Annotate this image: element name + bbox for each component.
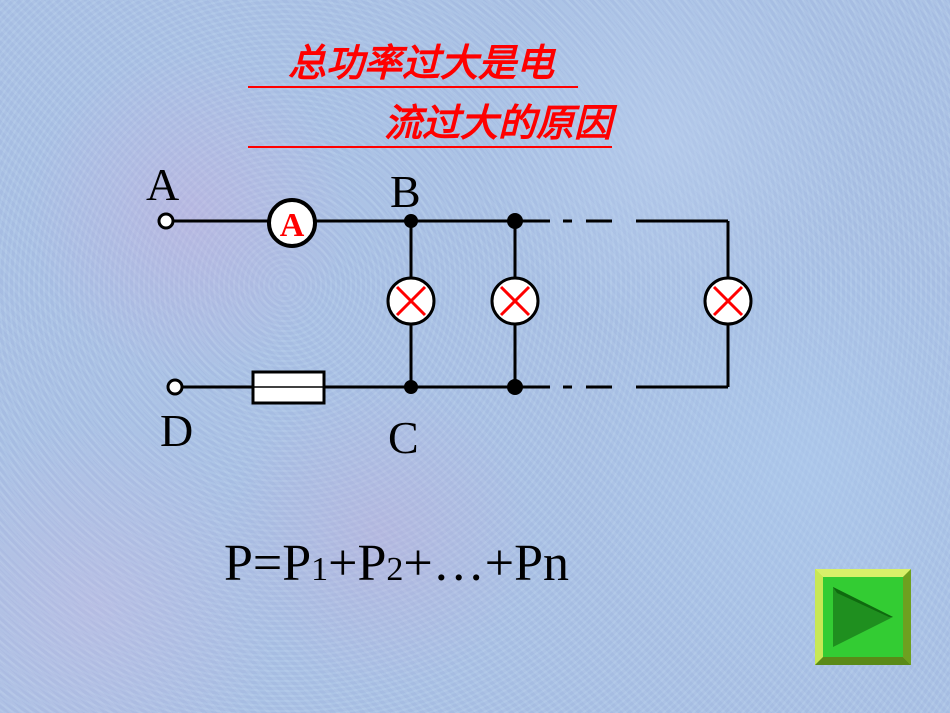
formula-part-p: P=P	[224, 535, 312, 592]
power-formula: P=P1+P2+…+Pn	[224, 532, 569, 602]
formula-part-plus-p: +P	[328, 535, 387, 592]
fuse-rectangle-icon	[251, 370, 326, 405]
formula-sub-1: 1	[311, 551, 329, 588]
junction-b	[404, 214, 418, 228]
terminal-label-d: D	[160, 405, 193, 456]
ammeter-label: A	[280, 207, 305, 244]
lamp-cross-icon	[490, 276, 540, 326]
slide-title-line-2: 流过大的原因	[248, 100, 613, 148]
terminal-a-node	[157, 212, 175, 230]
terminal-d-node	[166, 378, 184, 396]
next-slide-button[interactable]	[815, 569, 911, 665]
terminal-label-b: B	[390, 166, 421, 217]
formula-part-rest: +…+Pn	[403, 535, 569, 592]
junction-bottom-2	[507, 379, 523, 395]
junction-top-2	[507, 213, 523, 229]
terminal-label-c: C	[388, 412, 419, 463]
lamp-cross-icon	[386, 276, 436, 326]
play-triangle-icon	[833, 587, 893, 647]
slide-title-line-1: 总功率过大是电	[248, 40, 579, 88]
junction-c	[404, 380, 418, 394]
formula-sub-2: 2	[386, 551, 404, 588]
lamp-cross-icon	[703, 276, 753, 326]
terminal-label-a: A	[146, 159, 179, 210]
ammeter-circle-icon: A	[267, 198, 317, 248]
